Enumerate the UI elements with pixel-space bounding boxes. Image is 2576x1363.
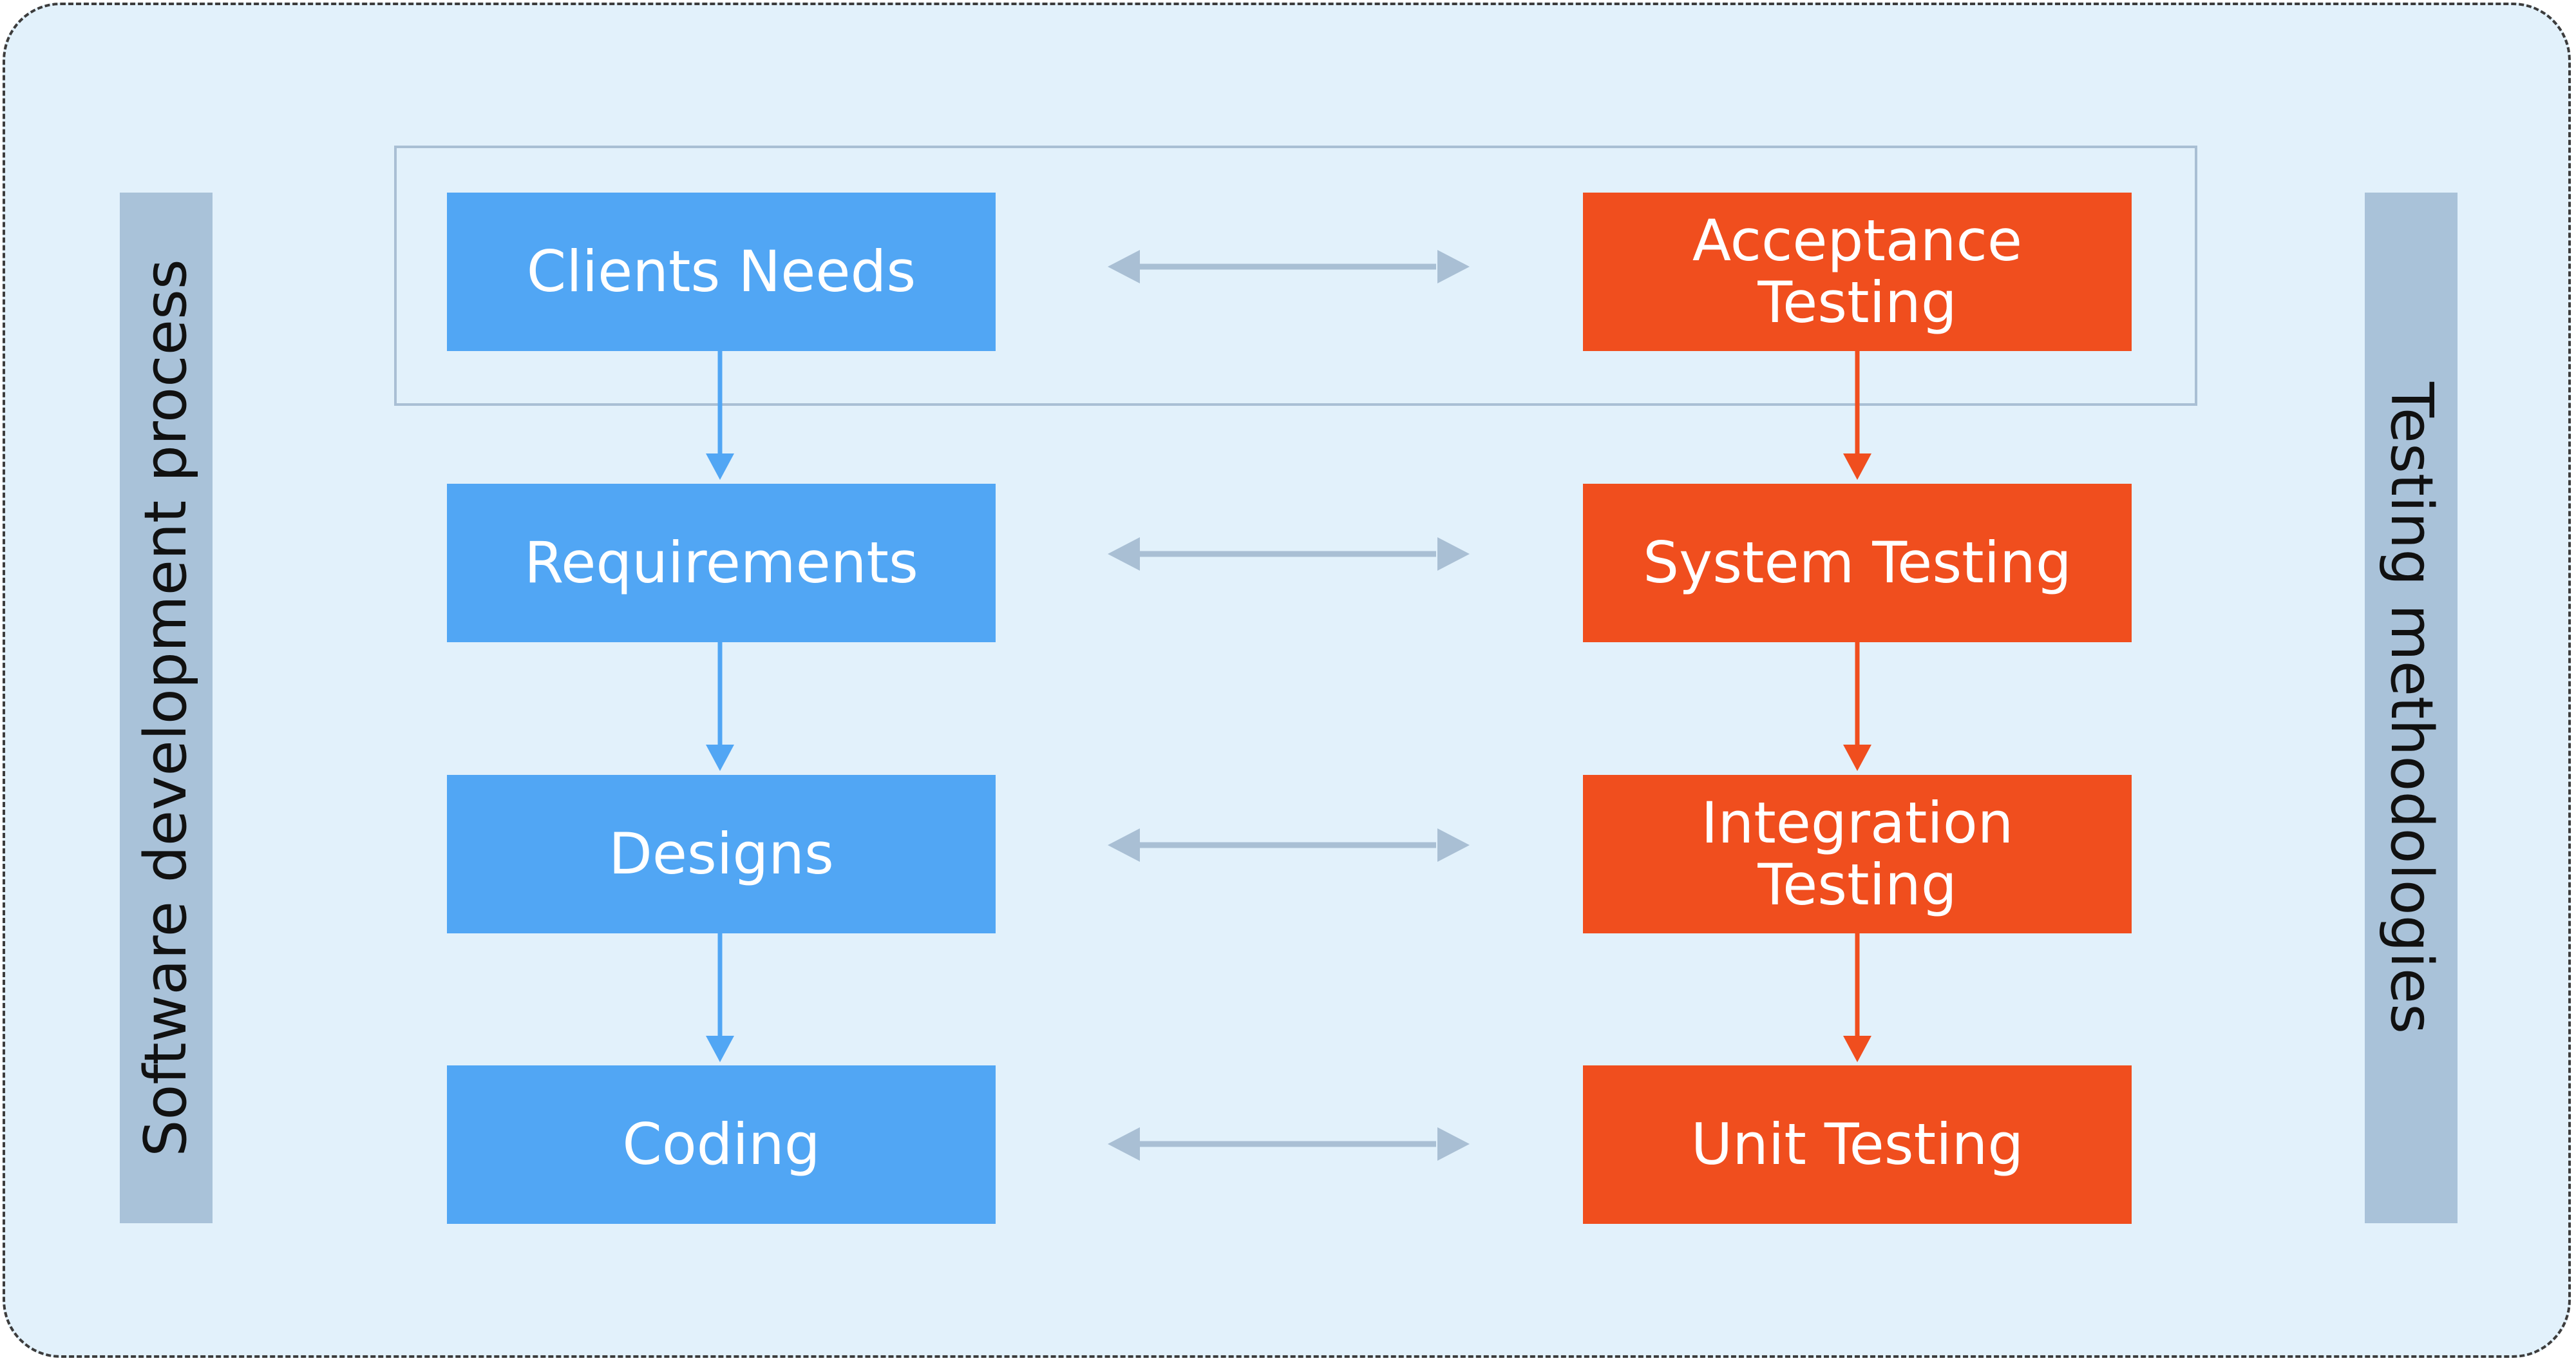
testing-side-label: Testing methodologies [2378,381,2445,1034]
box-clients-needs: Clients Needs [447,193,996,351]
box-acceptance-testing: Acceptance Testing [1583,193,2132,351]
box-integration-testing: Integration Testing [1583,775,2132,933]
top-level-group-frame [394,146,2197,406]
box-coding: Coding [447,1065,996,1224]
development-side-bar: Software development process [120,193,213,1223]
box-unit-testing: Unit Testing [1583,1065,2132,1224]
development-side-label: Software development process [132,259,200,1157]
box-requirements: Requirements [447,484,996,642]
box-system-testing: System Testing [1583,484,2132,642]
diagram-canvas [3,3,2571,1358]
box-designs: Designs [447,775,996,933]
testing-side-bar: Testing methodologies [2365,193,2458,1223]
